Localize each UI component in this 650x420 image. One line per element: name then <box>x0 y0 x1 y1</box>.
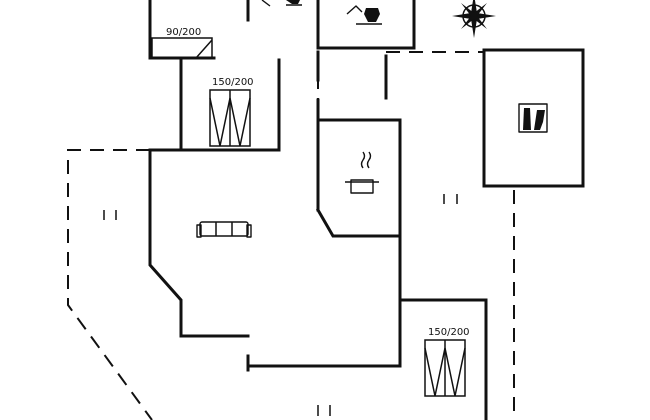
wall-left-bedroom <box>148 58 250 338</box>
wall-top-bath-left <box>316 0 416 50</box>
toilet-icon <box>261 0 302 7</box>
bed-frame <box>151 37 213 59</box>
bed-blanket <box>209 97 251 147</box>
wine-bottle-glass-icon <box>518 103 548 133</box>
wall-kitchen-counter <box>315 207 402 238</box>
bed-single-top: 90/200 <box>151 27 213 59</box>
bed-label-top: 90/200 <box>166 27 201 38</box>
compass-rose-icon <box>452 0 496 38</box>
wall-annex <box>482 48 585 188</box>
terrace-outlines <box>67 51 583 420</box>
walls <box>148 0 585 420</box>
step-marks <box>103 194 458 416</box>
terrace-left <box>67 149 153 420</box>
bed-double-bottom-right: 150/200 <box>424 327 470 397</box>
sofa-icon <box>196 221 252 238</box>
bed-label-left: 150/200 <box>212 77 254 88</box>
shower-icon <box>346 5 382 25</box>
wall-bottom-right-bedroom <box>398 298 488 420</box>
bed-double-left: 150/200 <box>209 77 254 147</box>
bed-fold <box>195 39 213 59</box>
bed-label-bottom-right: 150/200 <box>428 327 470 338</box>
bed-blanket <box>424 347 466 397</box>
cooking-pot-icon <box>345 151 379 194</box>
wall-kitchen <box>316 118 402 302</box>
